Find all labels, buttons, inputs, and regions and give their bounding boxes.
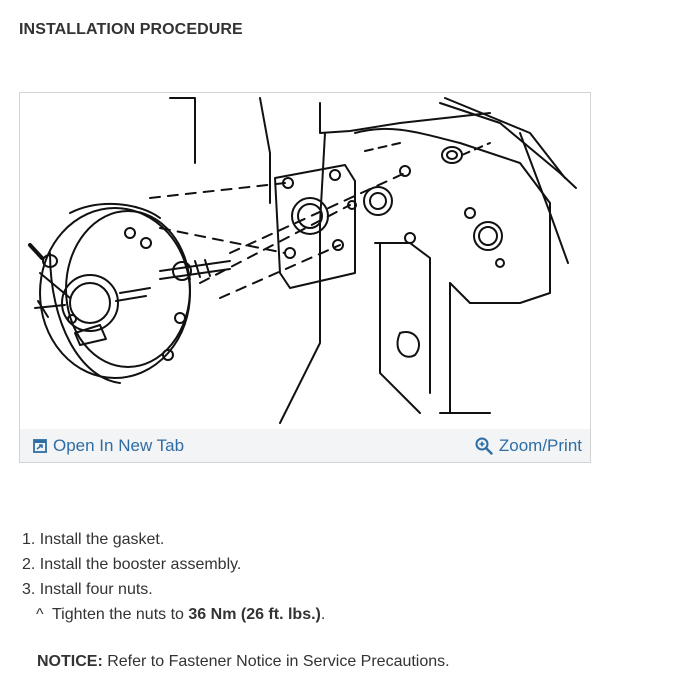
step-number: 1. [22,531,36,548]
open-new-tab-icon [33,439,47,453]
notice-text: Refer to Fastener Notice in Service Prec… [102,653,450,670]
torque-spec: 36 Nm (26 ft. lbs.) [188,606,321,623]
page-title: INSTALLATION PROCEDURE [19,21,243,38]
step-text: Install four nuts. [39,581,153,598]
step-text: Install the booster assembly. [39,556,242,573]
step-number: 2. [22,556,36,573]
notice: NOTICE: Refer to Fastener Notice in Serv… [37,653,450,671]
substep-item: ^ Tighten the nuts to 36 Nm (26 ft. lbs.)… [22,602,325,627]
figure-toolbar: Open In New Tab Zoom/Print [20,429,590,462]
step-item: 1. Install the gasket. [22,527,325,552]
zoom-print-link[interactable]: Zoom/Print [475,436,582,456]
notice-label: NOTICE: [37,653,103,670]
open-in-new-tab-link[interactable]: Open In New Tab [33,436,184,456]
procedure-steps: 1. Install the gasket. 2. Install the bo… [22,527,325,627]
substep-marker: ^ [36,606,44,623]
substep-text-end: . [320,606,326,623]
step-number: 3. [22,581,36,598]
booster-installation-diagram [28,97,577,424]
zoom-print-label: Zoom/Print [498,436,582,455]
zoom-in-icon [475,437,493,455]
step-item: 2. Install the booster assembly. [22,552,325,577]
step-text: Install the gasket. [39,531,165,548]
figure-panel: Open In New Tab Zoom/Print [19,92,591,463]
step-item: 3. Install four nuts. [22,577,325,602]
open-in-new-tab-label: Open In New Tab [53,436,185,455]
substep-text: Tighten the nuts to [52,606,189,623]
